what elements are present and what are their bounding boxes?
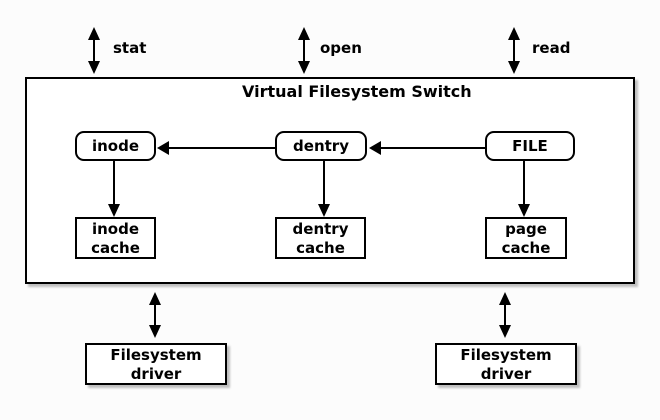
cache-label-line2: cache bbox=[501, 239, 551, 257]
arrowhead-down-icon bbox=[88, 61, 100, 74]
node-dentry: dentry bbox=[275, 131, 367, 161]
double-arrow-icon-driver-left bbox=[149, 292, 161, 338]
arrowhead-left-icon bbox=[369, 141, 381, 155]
arrow-shaft bbox=[523, 161, 525, 206]
arrowhead-up-icon bbox=[149, 292, 161, 305]
arrow-shaft bbox=[504, 299, 506, 331]
node-inode: inode bbox=[75, 131, 156, 161]
driver-label-line2: driver bbox=[480, 365, 532, 383]
cache-label-line2: cache bbox=[91, 239, 140, 257]
box-inode-cache: inode cache bbox=[75, 217, 156, 259]
left-arrow-icon-file-to-dentry bbox=[369, 141, 485, 155]
arrow-shaft bbox=[93, 34, 95, 67]
down-arrow-icon-dentry-to-cache bbox=[318, 161, 330, 217]
box-filesystem-driver-left: Filesystem driver bbox=[85, 343, 227, 385]
box-dentry-cache: dentry cache bbox=[275, 217, 366, 259]
arrowhead-down-icon bbox=[318, 204, 330, 217]
arrowhead-down-icon bbox=[499, 325, 511, 338]
node-file: FILE bbox=[485, 131, 575, 161]
box-filesystem-driver-right: Filesystem driver bbox=[435, 343, 577, 385]
arrow-shaft bbox=[113, 161, 115, 206]
down-arrow-icon-inode-to-cache bbox=[108, 161, 120, 217]
syscall-label-open: open bbox=[320, 39, 362, 57]
arrowhead-down-icon bbox=[298, 61, 310, 74]
arrowhead-down-icon bbox=[508, 61, 520, 74]
arrowhead-up-icon bbox=[508, 27, 520, 40]
cache-label-line1: dentry bbox=[292, 220, 349, 238]
arrowhead-left-icon bbox=[157, 141, 169, 155]
arrowhead-down-icon bbox=[518, 204, 530, 217]
down-arrow-icon-file-to-cache bbox=[518, 161, 530, 217]
cache-label-line1: page bbox=[505, 220, 547, 238]
arrowhead-up-icon bbox=[499, 292, 511, 305]
arrow-shaft bbox=[379, 147, 485, 149]
arrow-shaft bbox=[323, 161, 325, 206]
double-arrow-icon-driver-right bbox=[499, 292, 511, 338]
box-page-cache: page cache bbox=[485, 217, 567, 259]
vfs-title: Virtual Filesystem Switch bbox=[242, 82, 472, 101]
left-arrow-icon-dentry-to-inode bbox=[157, 141, 276, 155]
arrowhead-up-icon bbox=[88, 27, 100, 40]
double-arrow-icon-read bbox=[508, 27, 520, 74]
driver-label-line1: Filesystem bbox=[460, 346, 552, 364]
syscall-label-read: read bbox=[532, 39, 571, 57]
arrowhead-up-icon bbox=[298, 27, 310, 40]
double-arrow-icon-open bbox=[298, 27, 310, 74]
arrowhead-down-icon bbox=[108, 204, 120, 217]
driver-label-line2: driver bbox=[130, 365, 182, 383]
cache-label-line1: inode bbox=[91, 220, 140, 238]
arrow-shaft bbox=[154, 299, 156, 331]
driver-label-line1: Filesystem bbox=[110, 346, 202, 364]
double-arrow-icon-stat bbox=[88, 27, 100, 74]
arrow-shaft bbox=[167, 147, 276, 149]
syscall-label-stat: stat bbox=[113, 39, 147, 57]
cache-label-line2: cache bbox=[296, 239, 345, 257]
arrow-shaft bbox=[513, 34, 515, 67]
arrow-shaft bbox=[303, 34, 305, 67]
arrowhead-down-icon bbox=[149, 325, 161, 338]
